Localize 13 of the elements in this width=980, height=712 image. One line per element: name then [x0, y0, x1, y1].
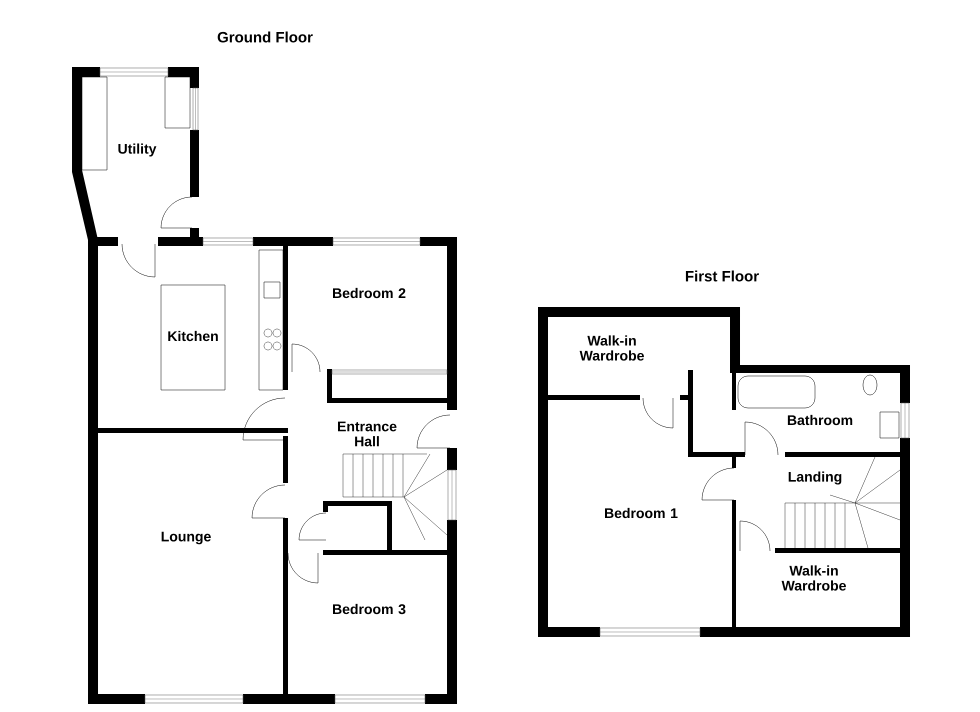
- room-label: Kitchen: [168, 330, 218, 342]
- room-label: Bedroom 2: [333, 288, 406, 298]
- room-label: Bedroom 1: [605, 508, 678, 518]
- room-label: Bathroom: [788, 414, 852, 426]
- floor-title: First Floor: [686, 270, 759, 282]
- room-label: Landing: [788, 471, 842, 485]
- room-label: Bedroom 3: [333, 604, 406, 614]
- room-label: Utility: [118, 143, 156, 157]
- floor-title: Ground Floor: [218, 32, 313, 42]
- room-label: Walk-in Wardrobe: [782, 565, 846, 591]
- room-label: Lounge: [162, 532, 211, 544]
- room-label: Entrance Hall: [338, 422, 396, 446]
- room-label: Walk-in Wardrobe: [580, 335, 644, 361]
